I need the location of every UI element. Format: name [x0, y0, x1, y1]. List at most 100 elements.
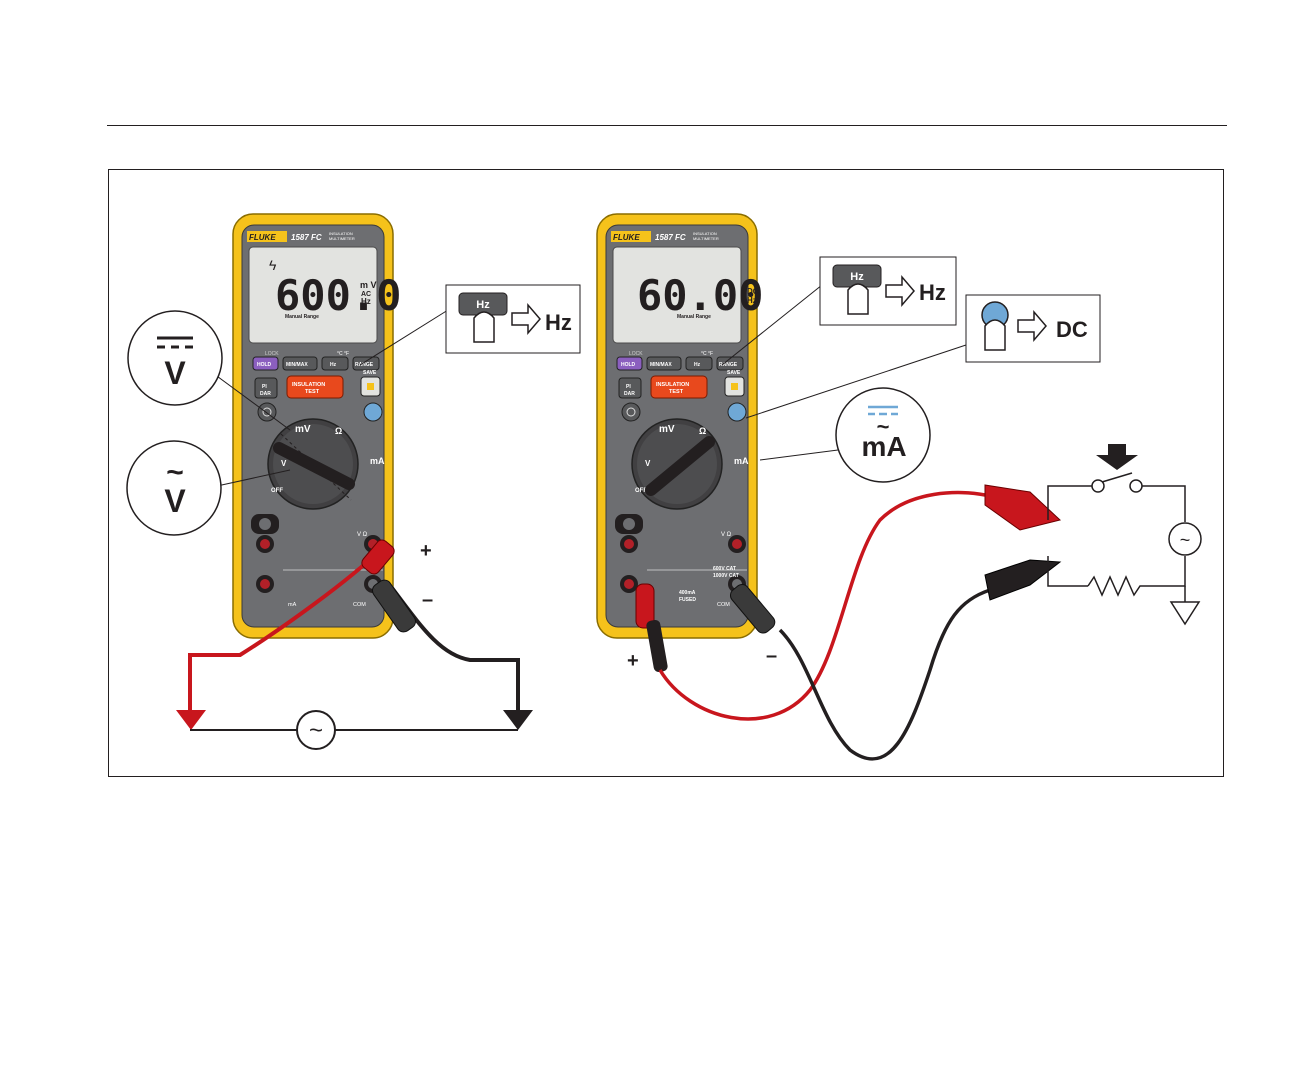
range-button-label: RANGE [355, 362, 374, 368]
left-black-lead [371, 579, 533, 730]
cat-rating-1: 600V CAT [713, 566, 736, 572]
lcd-unit-bottom: Hz [747, 296, 757, 305]
arrow-right-icon [1017, 309, 1047, 343]
right-red-lead [635, 484, 1062, 721]
ma-callout: ~ mA [759, 387, 931, 483]
hz-button-label: Hz [330, 362, 337, 368]
red-alligator-clip [984, 484, 1062, 531]
lcd-range-text: Manual Range [677, 314, 711, 320]
lcd-unit-bottom: Hz [361, 297, 371, 306]
right-circuit: ~ [1047, 444, 1202, 626]
ac-source-symbol [1168, 522, 1202, 556]
ac-v-symbol: V [164, 483, 186, 519]
lcd-reading: 600.0 [275, 271, 401, 320]
subtitle-line-1: INSULATION [329, 231, 353, 236]
finger-press-icon [847, 283, 869, 315]
fuse-rating-1: 400mA [679, 590, 696, 596]
press-down-arrow-icon [1096, 444, 1138, 470]
right-minus-label: – [766, 645, 777, 667]
lock-label: LOCK [629, 351, 643, 357]
hz-callout-right: Hz Hz [721, 256, 957, 366]
brand-logo: FLUKE [613, 233, 640, 242]
v-jack-label: V Ω [357, 532, 368, 538]
hz-callout-button-label: Hz [850, 271, 864, 283]
dial-ma: mA [734, 456, 749, 466]
dial-alt-position [280, 433, 352, 501]
brand-logo: FLUKE [249, 233, 276, 242]
hz-callout-left: Hz Hz [359, 284, 581, 366]
hz-button-label: Hz [694, 362, 701, 368]
dial-pointer [273, 442, 355, 490]
dial-ohm: Ω [335, 426, 342, 436]
ground-symbol [1169, 601, 1201, 626]
resistor-symbol [1087, 575, 1145, 597]
dial-mv: mV [295, 424, 311, 435]
ac-v-callout: ~ V [126, 440, 291, 536]
com-jack-label: COM [717, 602, 730, 608]
hz-callout-result: Hz [919, 280, 946, 305]
dc-v-callout: V [127, 310, 291, 431]
dial-pointer [645, 436, 715, 496]
range-button-label: RANGE [719, 362, 738, 368]
subtitle-line-2: MULTIMETER [329, 236, 355, 241]
dial-ohm: Ω [699, 426, 706, 436]
subtitle-line-1: INSULATION [693, 231, 717, 236]
lock-label: LOCK [265, 351, 279, 357]
dial-off: OFF [635, 488, 647, 494]
hv-icon: ϟ [269, 257, 277, 273]
fuse-rating-2: FUSED [679, 597, 696, 603]
dial-mv: mV [659, 424, 675, 435]
subtitle-line-2: MULTIMETER [693, 236, 719, 241]
hold-button-label: HOLD [257, 362, 272, 368]
v-jack-label: V Ω [721, 532, 732, 538]
model-label: 1587 FC [291, 233, 322, 242]
right-plus-label: + [627, 650, 639, 672]
temp-label: °C °F [337, 351, 349, 357]
dc-callout: DC [745, 294, 1101, 419]
ma-jack-label: mA [288, 602, 297, 608]
finger-press-icon [984, 319, 1006, 351]
dial-v: V [645, 459, 651, 468]
cat-rating-2: 1000V CAT [713, 573, 739, 579]
insulation-label-2: TEST [669, 389, 684, 395]
ac-source-symbol [296, 710, 336, 750]
dc-v-symbol: V [164, 355, 186, 391]
right-meter: FLUKE 1587 FC INSULATION MULTIMETER 60.0… [596, 213, 763, 639]
ac-source-wave: ~ [309, 717, 323, 744]
dial-off: OFF [271, 488, 283, 494]
hz-callout-button-label: Hz [476, 299, 490, 311]
lcd-unit-mid: AC [361, 291, 371, 298]
black-alligator-clip [984, 559, 1062, 601]
save-label: SAVE [363, 370, 377, 376]
left-minus-label: – [422, 589, 433, 611]
arrow-right-icon [511, 302, 541, 336]
finger-press-icon [473, 311, 495, 343]
model-label: 1587 FC [655, 233, 686, 242]
left-plus-label: + [420, 540, 432, 562]
com-jack-label: COM [353, 602, 366, 608]
lcd-reading: 60.00 [637, 271, 763, 320]
right-black-lead [729, 559, 1062, 761]
insulation-label-1: INSULATION [656, 382, 689, 388]
ac-wave-glyph: ~ [166, 456, 184, 489]
left-meter: FLUKE 1587 FC INSULATION MULTIMETER ϟ 60… [232, 213, 401, 639]
hold-button-label: HOLD [621, 362, 636, 368]
lcd-unit-top: DC [747, 287, 759, 296]
dar-label: DAR [624, 391, 635, 397]
save-label: SAVE [727, 370, 741, 376]
dial-ma: mA [370, 456, 385, 466]
insulation-label-1: INSULATION [292, 382, 325, 388]
minmax-button-label: MIN/MAX [286, 362, 308, 368]
lcd-unit-top: m V [360, 280, 377, 290]
dar-label: DAR [260, 391, 271, 397]
minmax-button-label: MIN/MAX [650, 362, 672, 368]
arrow-right-icon [885, 274, 915, 308]
ma-wave-glyph: ~ [877, 414, 890, 439]
dial-v: V [281, 459, 287, 468]
figure-frame [108, 169, 1224, 777]
pi-label: PI [626, 384, 631, 390]
pi-label: PI [262, 384, 267, 390]
temp-label: °C °F [701, 351, 713, 357]
ma-symbol: mA [861, 431, 906, 462]
